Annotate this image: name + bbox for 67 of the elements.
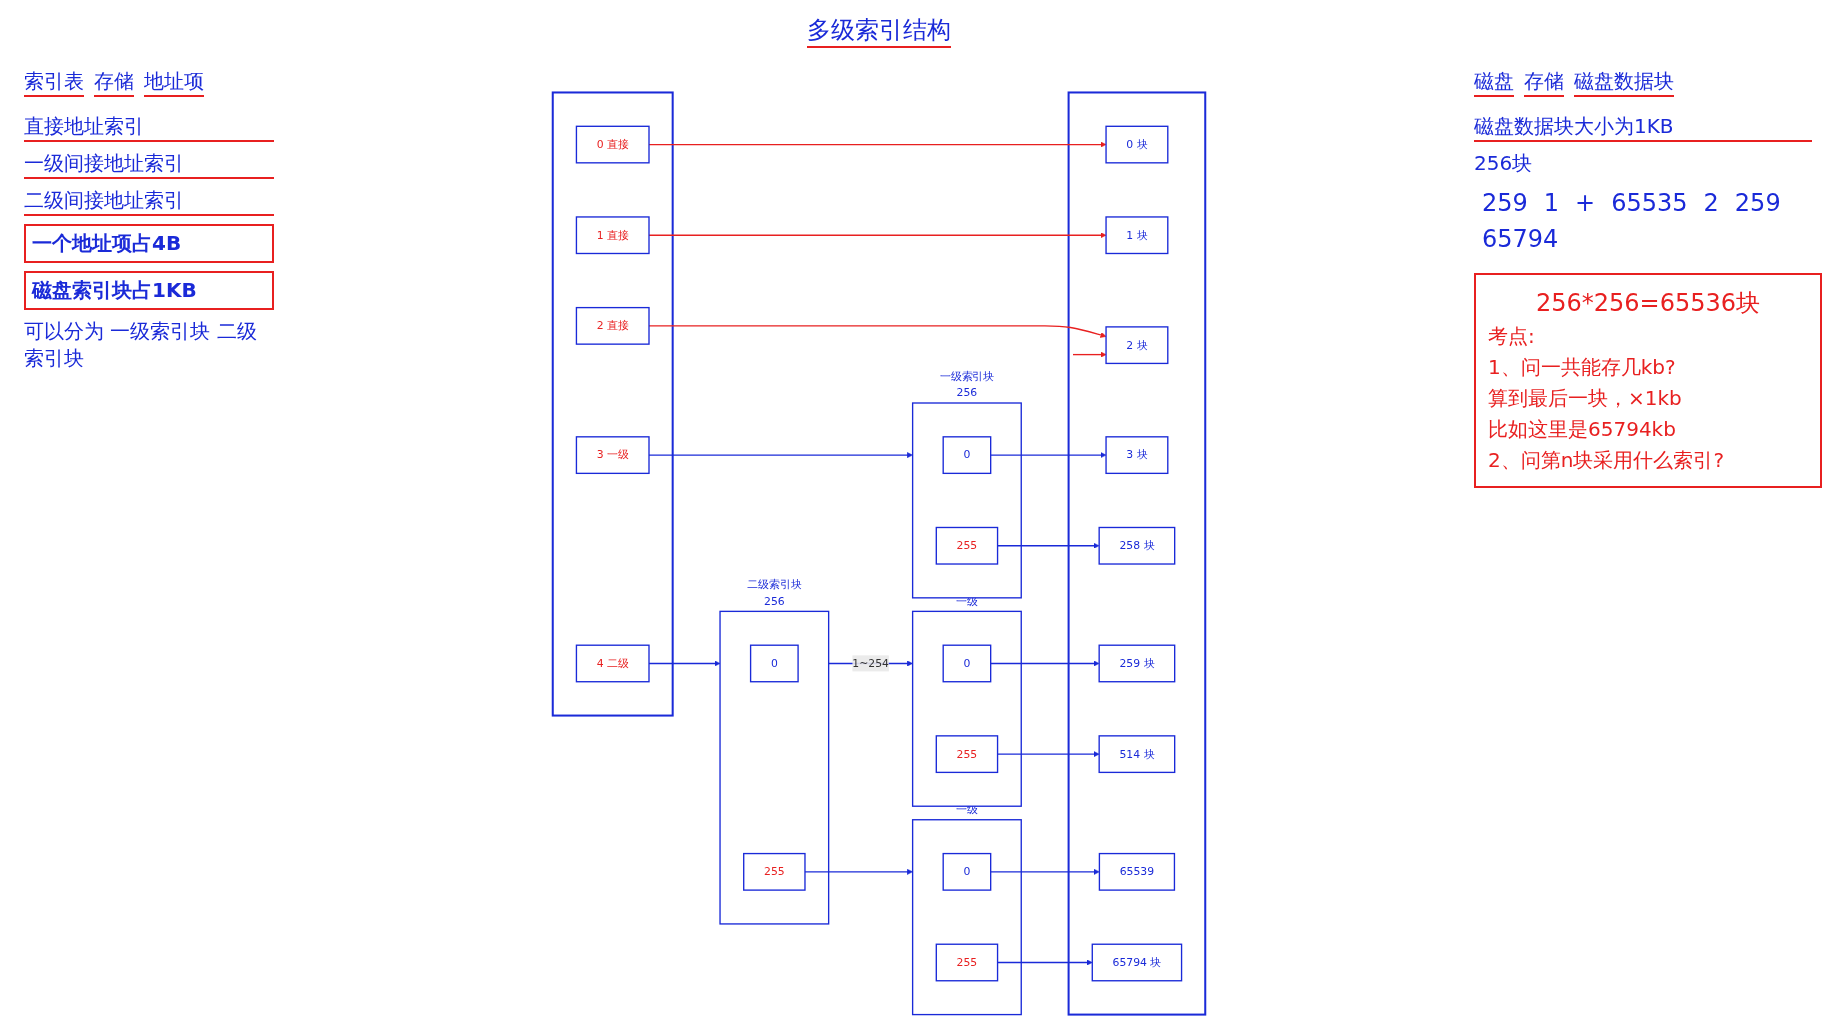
- node-box: 0: [942, 852, 992, 891]
- node-box: 65539: [1098, 852, 1176, 891]
- label-text: 直接地址索引: [24, 113, 274, 142]
- node-box: 255: [935, 735, 999, 774]
- note-heading: 256*256=65536块: [1534, 288, 1762, 319]
- label-text: 磁盘数据块: [1574, 68, 1674, 97]
- cluster: [911, 610, 1022, 807]
- node-box: 255: [935, 526, 999, 565]
- note-text: 一个地址项占4B: [24, 224, 274, 263]
- node-box: 3 一级: [575, 436, 650, 475]
- cluster: [719, 610, 830, 925]
- node-box: 4 二级: [575, 644, 650, 683]
- node-box: 2 块: [1105, 326, 1169, 365]
- node-label: 一级索引块: [939, 369, 994, 383]
- label-text: 磁盘数据块大小为1KB: [1474, 113, 1812, 142]
- label-text: 可以分为 一级索引块 二级索引块: [24, 318, 258, 372]
- node-box: 258 块: [1098, 526, 1176, 565]
- node-box: 255: [935, 943, 999, 982]
- title: 多级索引结构: [807, 14, 951, 48]
- node-box: 65794 块: [1091, 943, 1183, 982]
- node-box: 0: [942, 644, 992, 683]
- node-box: 0 直接: [575, 125, 650, 164]
- node-label: 一级: [956, 594, 978, 608]
- calculation-text: 259: [1734, 189, 1781, 217]
- node-box: 2 直接: [575, 306, 650, 345]
- note-text: 考点:: [1488, 323, 1536, 350]
- node-box: 259 块: [1098, 644, 1176, 683]
- calculation-text: 1: [1543, 189, 1560, 217]
- node-box: 3 块: [1105, 436, 1169, 475]
- node-box: 514 块: [1098, 735, 1176, 774]
- label-text: 索引表: [24, 68, 84, 97]
- calculation-text: 65794: [1482, 225, 1560, 253]
- label-text: 一级间接地址索引: [24, 150, 274, 179]
- arrow: [990, 660, 1100, 667]
- node-box: 0 块: [1105, 125, 1169, 164]
- cluster: [911, 402, 1022, 599]
- node-box: 1 块: [1105, 216, 1169, 255]
- note-text: 1、问一共能存几kb?: [1488, 354, 1677, 381]
- arrow: [990, 452, 1107, 459]
- cluster: [551, 91, 674, 717]
- node-label: 二级索引块: [747, 578, 802, 592]
- node-box: 0: [942, 436, 992, 475]
- label-text: 256块: [1474, 150, 1534, 177]
- label-text: 存储: [94, 68, 134, 97]
- note-text: 磁盘索引块占1KB: [24, 271, 274, 310]
- arrow: [990, 868, 1100, 875]
- label-text: 磁盘: [1474, 68, 1514, 97]
- label-text: 二级间接地址索引: [24, 187, 274, 216]
- arrow: [804, 868, 913, 875]
- node-box: 255: [743, 852, 806, 891]
- cluster: [911, 819, 1022, 1016]
- note-text: 算到最后一块，×1kb: [1488, 385, 1683, 412]
- node-label: 256: [764, 594, 785, 608]
- label-text: 地址项: [144, 68, 204, 97]
- node-box: 1 直接: [575, 216, 650, 255]
- calculation-text: 259: [1482, 189, 1528, 217]
- calculation-text: +: [1575, 189, 1596, 217]
- calculation-text: 65535: [1611, 189, 1688, 217]
- calculation-text: 2: [1703, 189, 1719, 217]
- label-text: 存储: [1524, 68, 1564, 97]
- note-text: 比如这里是65794kb: [1488, 416, 1677, 443]
- node-label: 256: [956, 386, 978, 399]
- cluster: [1067, 91, 1207, 1016]
- edge-label: 1~254: [852, 655, 889, 672]
- note-text: 2、问第n块采用什么索引?: [1488, 447, 1725, 474]
- node-box: 0: [749, 644, 799, 683]
- arrow: [1072, 351, 1107, 358]
